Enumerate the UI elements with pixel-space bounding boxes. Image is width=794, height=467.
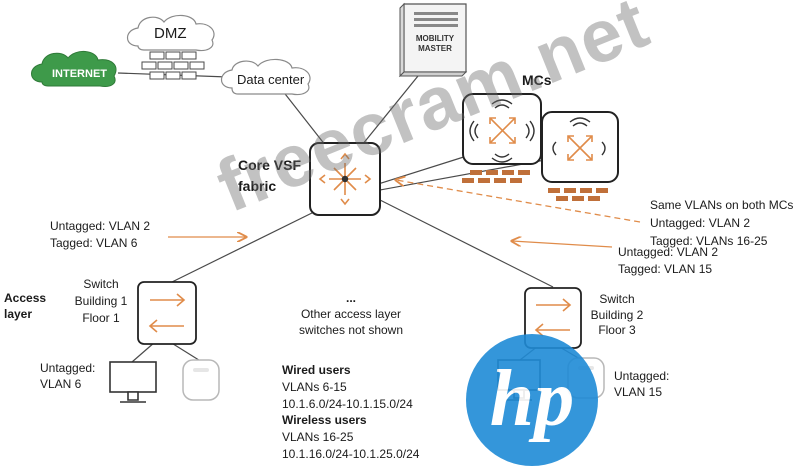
controller-2-icon	[541, 111, 619, 183]
client-left-vlan: Untagged: VLAN 6	[40, 360, 95, 392]
client-right-vlan: Untagged: VLAN 15	[614, 368, 669, 400]
link-switch-left-pc	[131, 341, 156, 363]
wireless-users-vlans: VLANs 16-25	[282, 430, 354, 445]
switch-left-label: Switch Building 1 Floor 1	[64, 276, 138, 326]
internet-label: INTERNET	[52, 68, 107, 80]
uplink-left-tagged: Tagged: VLAN 6	[50, 236, 138, 251]
other-switches-line1: Other access layer	[300, 307, 402, 322]
dmz-cloud-icon	[126, 14, 215, 52]
core-line1: Core VSF	[238, 157, 302, 173]
other-switches-line2: switches not shown	[298, 323, 404, 338]
switch-left-line3: Floor 1	[82, 310, 120, 325]
client-left-line2: VLAN 6	[40, 377, 82, 392]
datacenter-label: Data center	[237, 72, 305, 87]
mc-vlans-tagged: Tagged: VLANs 16-25	[650, 234, 768, 248]
wired-users-subnets: 10.1.6.0/24-10.1.15.0/24	[282, 396, 413, 411]
wired-users-heading: Wired users	[282, 363, 351, 377]
uplink-left-vlans: Untagged: VLAN 2 Tagged: VLAN 6	[50, 218, 150, 253]
svg-text:hp: hp	[490, 355, 575, 443]
hp-logo: hp	[466, 334, 598, 466]
switch-right-line3: Floor 3	[598, 323, 636, 338]
link-switch-left-ap	[169, 341, 203, 363]
arrow-mc-dashed	[396, 180, 641, 223]
mc-vlans-untagged: Untagged: VLAN 2	[650, 216, 751, 230]
datacenter-cloud-icon	[220, 58, 311, 96]
mobility-master-server-icon	[398, 2, 468, 78]
uplink-right-tagged: Tagged: VLAN 15	[618, 262, 713, 277]
link-core-switch-left	[171, 209, 319, 283]
core-line2: fabric	[238, 178, 277, 194]
switch-left-line2: Building 1	[74, 293, 128, 308]
arrow-right-uplink	[512, 241, 613, 248]
switch-right-line1: Switch	[599, 292, 635, 306]
vlan-arrows	[168, 180, 641, 248]
core-router-icon	[309, 142, 381, 216]
other-switches-label: ... Other access layer switches not show…	[290, 290, 412, 339]
access-layer-line1: Access	[4, 291, 47, 305]
wired-users-vlans: VLANs 6-15	[282, 379, 347, 394]
switch-left-line1: Switch	[83, 277, 119, 291]
access-layer-line2: layer	[4, 306, 33, 321]
access-layer-label: Access layer	[4, 291, 46, 322]
switch-left-icon	[137, 281, 197, 345]
mc-vlans-heading: Same VLANs on both MCs	[650, 198, 794, 212]
mm-line2: MASTER	[418, 44, 452, 53]
uplink-left-untagged: Untagged: VLAN 2	[50, 219, 151, 233]
firewall-icon	[141, 51, 205, 80]
dmz-label: DMZ	[154, 25, 187, 42]
uplink-right-vlans: Untagged: VLAN 2 Tagged: VLAN 15	[618, 244, 718, 279]
mc-vlans: Same VLANs on both MCs Untagged: VLAN 2 …	[650, 196, 793, 250]
mobility-master-label: MOBILITY MASTER	[408, 34, 462, 54]
client-left-line1: Untagged:	[40, 361, 96, 375]
monitor-left-icon	[109, 361, 157, 403]
link-core-mc1	[374, 154, 471, 186]
link-mm-core	[357, 75, 419, 151]
mm-line1: MOBILITY	[415, 34, 455, 43]
switch-right-icon	[524, 287, 582, 349]
switch-right-label: Switch Building 2 Floor 3	[582, 292, 652, 339]
internet-cloud-icon	[31, 51, 117, 87]
users-subnets: Wired users VLANs 6-15 10.1.6.0/24-10.1.…	[282, 362, 419, 463]
link-core-switch-right	[379, 199, 554, 288]
wireless-users-subnets: 10.1.16.0/24-10.1.25.0/24	[282, 446, 420, 461]
client-right-line1: Untagged:	[614, 369, 670, 383]
access-point-left-icon	[182, 359, 220, 401]
wireless-users-heading: Wireless users	[282, 413, 367, 428]
client-right-line2: VLAN 15	[614, 385, 663, 400]
other-switches-dots: ...	[345, 291, 356, 305]
mcs-label: MCs	[522, 72, 552, 88]
core-label: Core VSF fabric	[238, 155, 301, 197]
brick-wall-icon	[462, 170, 608, 201]
switch-right-line2: Building 2	[590, 307, 644, 322]
uplink-right-untagged: Untagged: VLAN 2	[618, 245, 719, 259]
